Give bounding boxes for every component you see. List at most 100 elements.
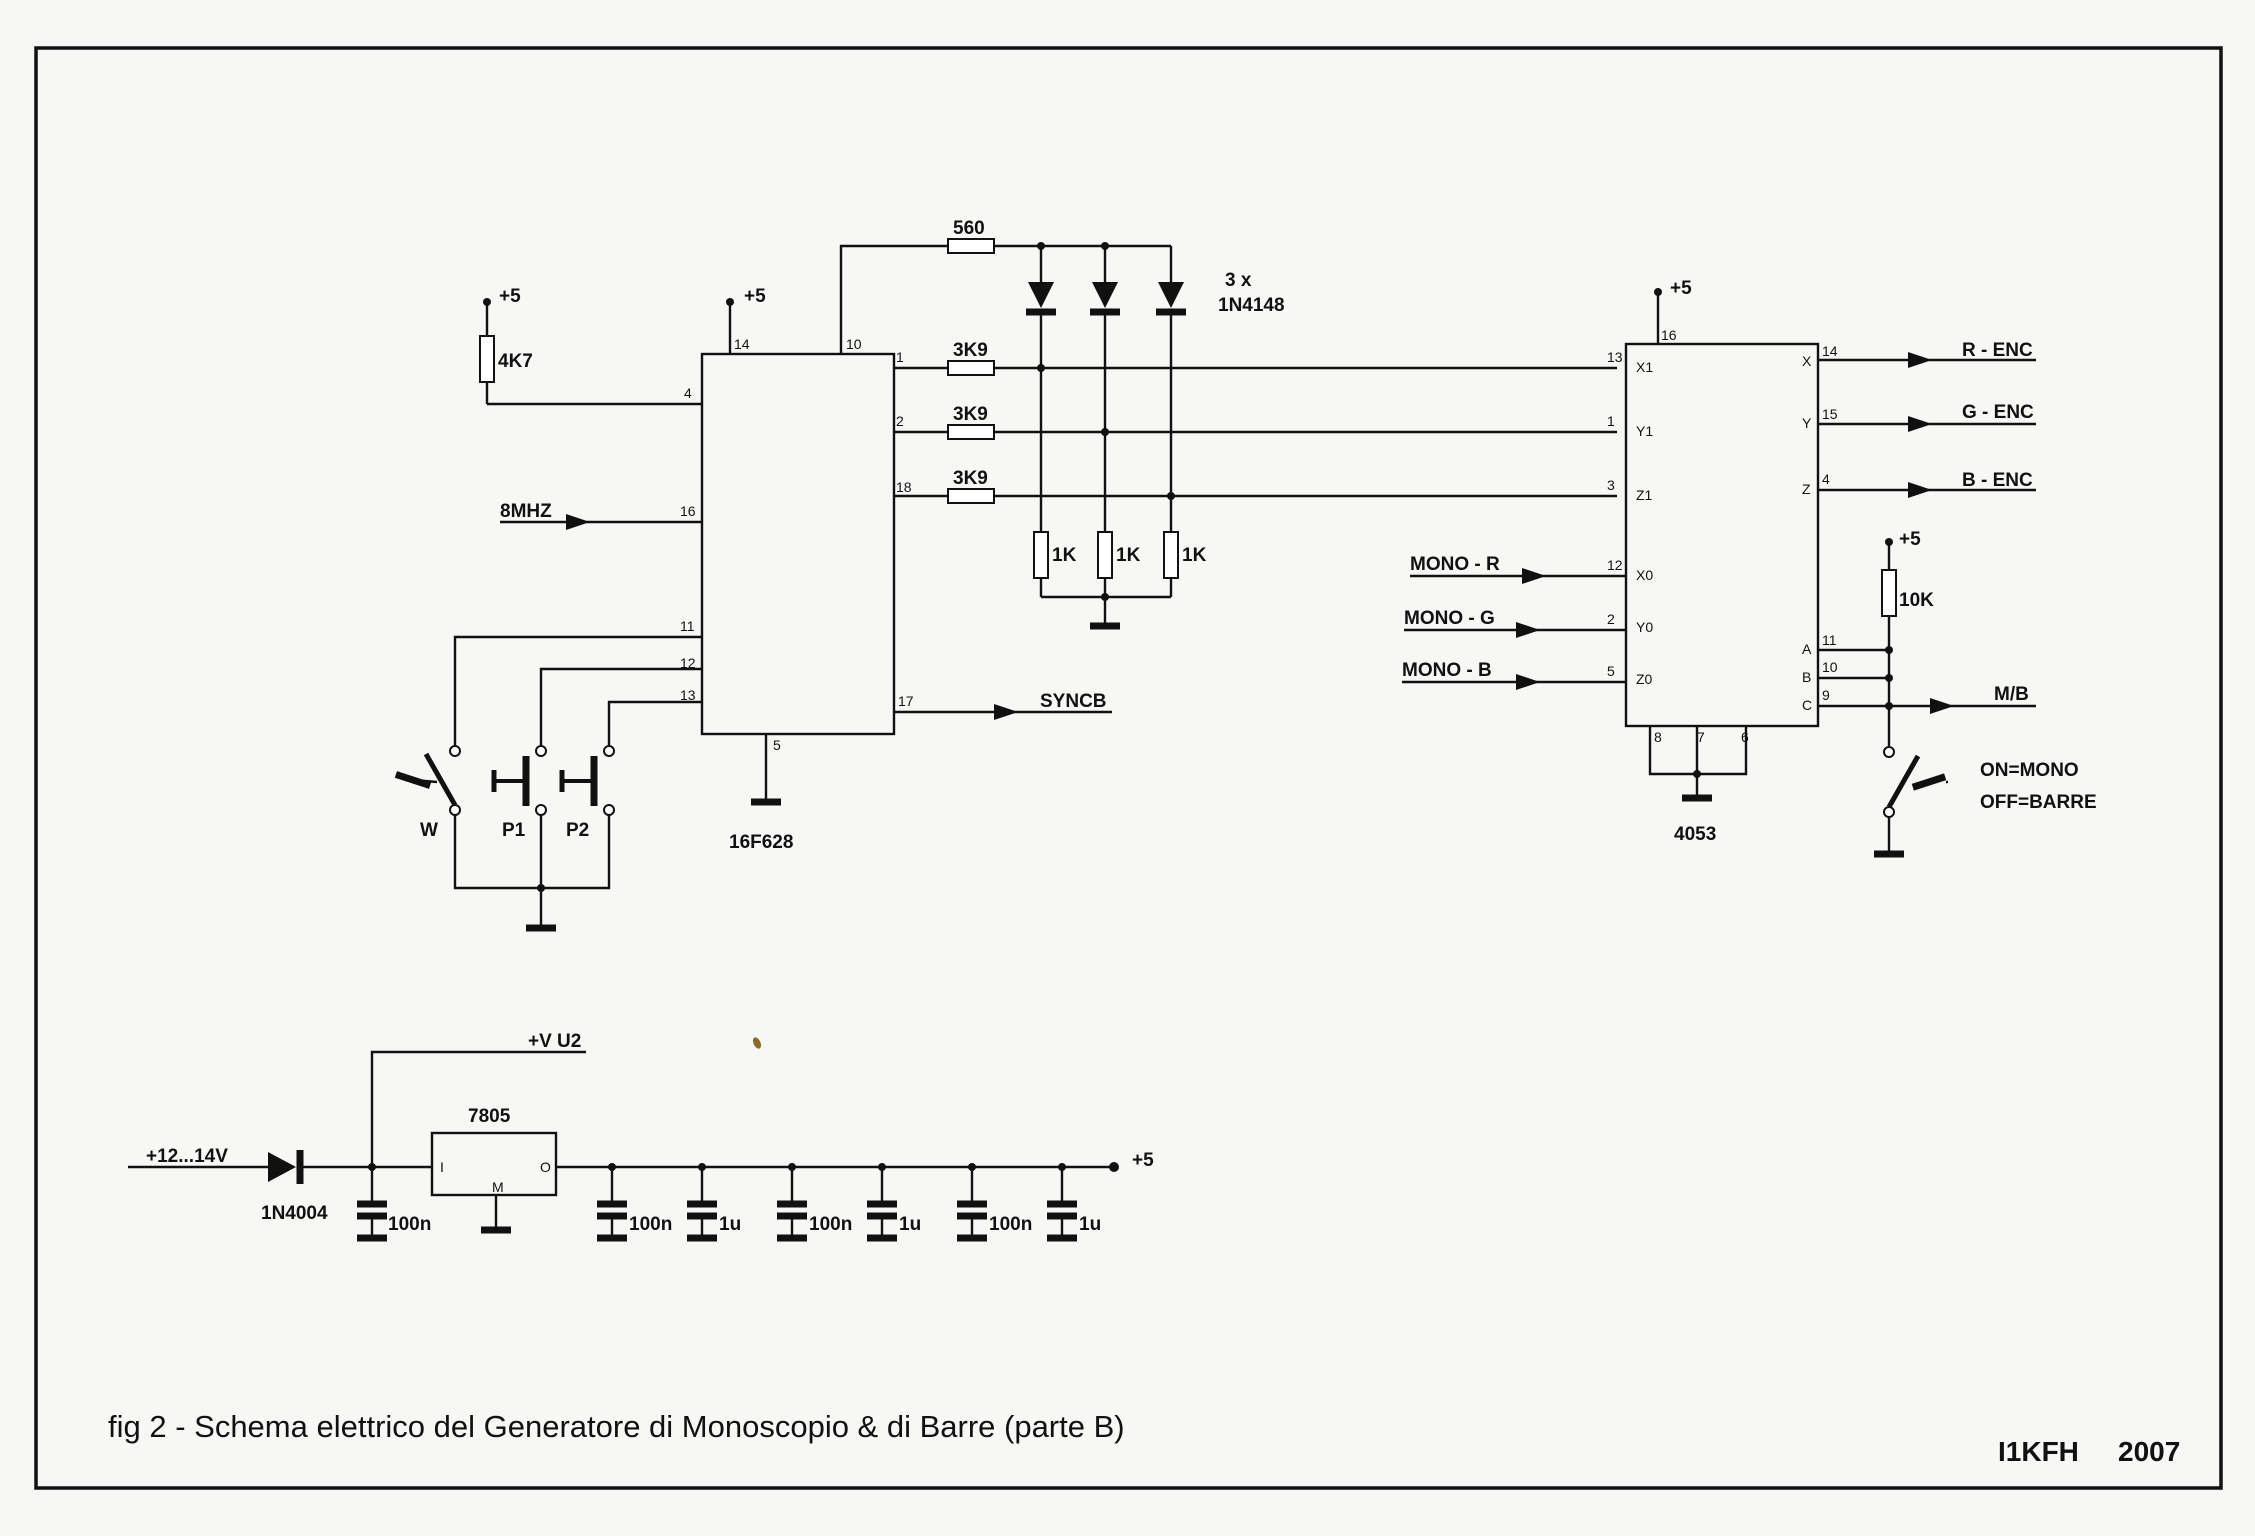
capacitor-out-1: 100n: [597, 1163, 672, 1242]
mux-inner-z0: Z0: [1636, 671, 1653, 687]
paper-speck: [752, 1037, 762, 1049]
mode-off-label: OFF=BARRE: [1980, 792, 2097, 813]
mux-inner-y: Y: [1802, 415, 1812, 431]
channel-r: 3K9 1K: [894, 246, 1617, 597]
buttons-group: W P1 P2: [394, 635, 702, 932]
reg-pin-out: O: [540, 1159, 551, 1175]
psu-output-label: +5: [1132, 1150, 1154, 1171]
mcu-vcc-label: +5: [744, 286, 766, 307]
pullup-value: 4K7: [498, 351, 533, 372]
mux-pin-13: 13: [1607, 349, 1623, 365]
mux-inner-y0: Y0: [1636, 619, 1653, 635]
mux-vcc-label: +5: [1670, 278, 1692, 299]
mux-pin-9: 9: [1822, 687, 1830, 703]
mux-inner-z1: Z1: [1636, 487, 1653, 503]
mux-pin-7: 7: [1697, 729, 1705, 745]
diode-clamp-network: 560 3 x 1N4148: [839, 218, 1285, 354]
capacitor-out-3: 100n: [777, 1163, 852, 1242]
mcu-name: 16F628: [729, 832, 793, 853]
resistor-1k-3-label: 1K: [1182, 545, 1207, 566]
capacitor-out-5-label: 100n: [989, 1214, 1032, 1235]
mono-r-label: MONO - R: [1410, 554, 1500, 575]
mcu-pin-14: 14: [734, 336, 750, 352]
resistor-560-label: 560: [953, 218, 985, 239]
mux-pin-3: 3: [1607, 477, 1615, 493]
mode-out-label: M/B: [1994, 684, 2029, 705]
mux-inner-a: A: [1802, 641, 1812, 657]
mcu-pin-4: 4: [684, 385, 692, 401]
mux-pin-11: 11: [1822, 632, 1837, 648]
capacitor-out-4: 1u: [867, 1163, 921, 1242]
button-p2: P2: [559, 745, 615, 841]
switch-w: W: [394, 745, 461, 841]
resistor-3k9-1-label: 3K9: [953, 340, 988, 361]
resistor-ground: [1041, 593, 1171, 630]
sync-label: SYNCB: [1040, 691, 1107, 712]
mux-pin-2: 2: [1607, 611, 1615, 627]
mcu-16f628: 14 10 1 2 18 4 16 11 12 13 17 5 16F628 +…: [680, 286, 914, 853]
resistor-3k9-2-label: 3K9: [953, 404, 988, 425]
capacitor-out-4-label: 1u: [899, 1214, 921, 1235]
mux-pin-16: 16: [1661, 327, 1677, 343]
mono-b-label: MONO - B: [1402, 660, 1492, 681]
mode-select: +5 10K M/B ON=MONO OFF=BARRE: [1818, 529, 2097, 858]
mux-pin-5: 5: [1607, 663, 1615, 679]
mono-g-label: MONO - G: [1404, 608, 1495, 629]
enc-outputs: R - ENC G - ENC B - ENC: [1818, 340, 2036, 498]
mcu-pin-17: 17: [898, 693, 914, 709]
mux-pin-12: 12: [1607, 557, 1623, 573]
psu-vu2-label: +V U2: [528, 1031, 581, 1052]
reg-pin-in: I: [440, 1159, 444, 1175]
capacitor-out-5: 100n: [957, 1163, 1032, 1242]
reg-pin-gnd: M: [492, 1179, 504, 1195]
mode-on-label: ON=MONO: [1980, 760, 2079, 781]
mode-pullup-value: 10K: [1899, 590, 1934, 611]
sync-output: SYNCB: [894, 691, 1112, 720]
mux-name: 4053: [1674, 824, 1716, 845]
mux-pin-4: 4: [1822, 471, 1830, 487]
mode-pullup-vcc-label: +5: [1899, 529, 1921, 550]
resistor-1k-2-label: 1K: [1116, 545, 1141, 566]
diodes-type-label: 1N4148: [1218, 295, 1285, 316]
figure-caption: fig 2 - Schema elettrico del Generatore …: [108, 1409, 1125, 1444]
mcu-pin-1: 1: [896, 349, 904, 365]
credit-year: 2007: [2118, 1436, 2180, 1467]
mcu-pin-11: 11: [680, 618, 695, 634]
mux-pin-10: 10: [1822, 659, 1838, 675]
psu-input-label: +12...14V: [146, 1146, 228, 1167]
output-capacitors: 100n 1u 100n 1u 100n 1u: [597, 1163, 1101, 1242]
mcu-pin-5: 5: [773, 737, 781, 753]
mux-inner-y1: Y1: [1636, 423, 1653, 439]
mux-pin-15: 15: [1822, 406, 1838, 422]
capacitor-out-2: 1u: [687, 1163, 741, 1242]
clock-label: 8MHZ: [500, 501, 552, 522]
capacitor-out-2-label: 1u: [719, 1214, 741, 1235]
mcu-pin-12: 12: [680, 655, 696, 671]
diodes-count-label: 3 x: [1225, 270, 1252, 291]
b-enc-label: B - ENC: [1962, 470, 2033, 491]
r-enc-label: R - ENC: [1962, 340, 2033, 361]
mcu-pin-2: 2: [896, 413, 904, 429]
channel-g: 3K9 1K: [894, 246, 1617, 597]
mux-pin-8: 8: [1654, 729, 1662, 745]
g-enc-label: G - ENC: [1962, 402, 2034, 423]
resistor-1k-1-label: 1K: [1052, 545, 1077, 566]
button-p1: P1: [491, 745, 547, 841]
mux-inner-x0: X0: [1636, 567, 1653, 583]
capacitor-out-6: 1u: [1047, 1163, 1101, 1242]
resistor-3k9-3-label: 3K9: [953, 468, 988, 489]
mcu-pin-10: 10: [846, 336, 862, 352]
channel-b: 3K9 1K: [894, 246, 1617, 597]
switch-w-label: W: [420, 820, 438, 841]
pullup-resistor-4k7: +5 4K7: [479, 286, 702, 406]
mcu-pin-18: 18: [896, 479, 912, 495]
mux-inner-z: Z: [1802, 481, 1811, 497]
credit-author: I1KFH: [1998, 1436, 2079, 1467]
psu-cap-in-label: 100n: [388, 1214, 431, 1235]
capacitor-out-1-label: 100n: [629, 1214, 672, 1235]
button-p2-label: P2: [566, 820, 589, 841]
mux-4053: 16 13 1 3 12 2 5 14 15 4 11 10 9 8 7 6 X…: [1607, 278, 1838, 845]
frame-border: [34, 46, 2223, 1490]
mux-pin-14: 14: [1822, 343, 1838, 359]
